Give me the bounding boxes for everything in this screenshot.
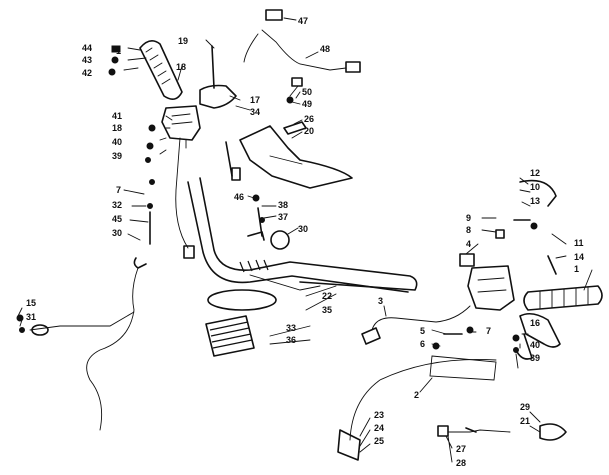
callout-39: 39 xyxy=(112,151,122,161)
callout-20: 20 xyxy=(304,126,314,136)
callout-18: 18 xyxy=(176,62,186,72)
callout-6: 6 xyxy=(420,339,425,349)
decal-2 xyxy=(429,355,497,381)
callout-24: 24 xyxy=(374,423,384,433)
callout-23: 23 xyxy=(374,410,384,420)
callout-3: 3 xyxy=(378,296,383,306)
callout-46: 46 xyxy=(234,192,244,202)
callout-labels: 44 1 43 42 19 18 47 48 17 34 50 49 41 18… xyxy=(26,16,584,468)
right-switch-housing xyxy=(459,253,515,311)
callout-29: 29 xyxy=(520,402,530,412)
left-switch-housing xyxy=(161,84,237,259)
callout-21: 21 xyxy=(520,416,530,426)
heater-module xyxy=(205,289,277,357)
callout-30b: 30 xyxy=(298,224,308,234)
callout-32: 32 xyxy=(112,200,122,210)
callout-49: 49 xyxy=(302,99,312,109)
callout-39b: 39 xyxy=(530,353,540,363)
callout-42: 42 xyxy=(82,68,92,78)
callout-34: 34 xyxy=(250,107,260,117)
callout-35: 35 xyxy=(322,305,332,315)
callout-41: 41 xyxy=(112,111,122,121)
callout-8: 8 xyxy=(466,225,471,235)
callout-13: 13 xyxy=(530,196,540,206)
callout-1: 1 xyxy=(116,46,121,56)
callout-11: 11 xyxy=(574,238,584,248)
callout-1b: 1 xyxy=(574,264,579,274)
callout-2: 2 xyxy=(414,390,419,400)
callout-40b: 40 xyxy=(530,340,540,350)
hand-warmer-pad xyxy=(239,121,353,189)
callout-50: 50 xyxy=(302,87,312,97)
callout-25: 25 xyxy=(374,436,384,446)
callout-31: 31 xyxy=(26,312,36,322)
throttle-cable xyxy=(337,359,497,461)
callout-4: 4 xyxy=(466,239,471,249)
right-grip xyxy=(523,285,603,311)
callout-19: 19 xyxy=(178,36,188,46)
callout-16: 16 xyxy=(530,318,540,328)
fasteners xyxy=(16,45,557,433)
left-grip xyxy=(139,40,183,100)
callout-5: 5 xyxy=(420,326,425,336)
callout-17: 17 xyxy=(250,95,260,105)
callout-48: 48 xyxy=(320,44,330,54)
callout-28: 28 xyxy=(456,458,466,468)
wire-assembly-3 xyxy=(361,305,471,345)
callout-44: 44 xyxy=(82,43,92,53)
callout-9: 9 xyxy=(466,213,471,223)
brake-cable xyxy=(29,267,139,431)
callout-7: 7 xyxy=(116,185,121,195)
callout-14: 14 xyxy=(574,252,584,262)
callout-27: 27 xyxy=(456,444,466,454)
callout-22: 22 xyxy=(322,291,332,301)
callout-45: 45 xyxy=(112,214,122,224)
callout-7b: 7 xyxy=(486,326,491,336)
wiring-harness xyxy=(243,9,361,97)
callout-47: 47 xyxy=(298,16,308,26)
callout-33: 33 xyxy=(286,323,296,333)
callout-18b: 18 xyxy=(112,123,122,133)
callout-30: 30 xyxy=(112,228,122,238)
callout-36: 36 xyxy=(286,335,296,345)
callout-26: 26 xyxy=(304,114,314,124)
callout-12: 12 xyxy=(530,168,540,178)
callout-10: 10 xyxy=(530,182,540,192)
handlebar xyxy=(187,177,418,293)
leader-lines xyxy=(17,17,593,463)
heated-thumb-element xyxy=(437,423,567,441)
callout-37: 37 xyxy=(278,212,288,222)
callout-40: 40 xyxy=(112,137,122,147)
callout-43: 43 xyxy=(82,55,92,65)
callout-38: 38 xyxy=(278,200,288,210)
callout-15: 15 xyxy=(26,298,36,308)
